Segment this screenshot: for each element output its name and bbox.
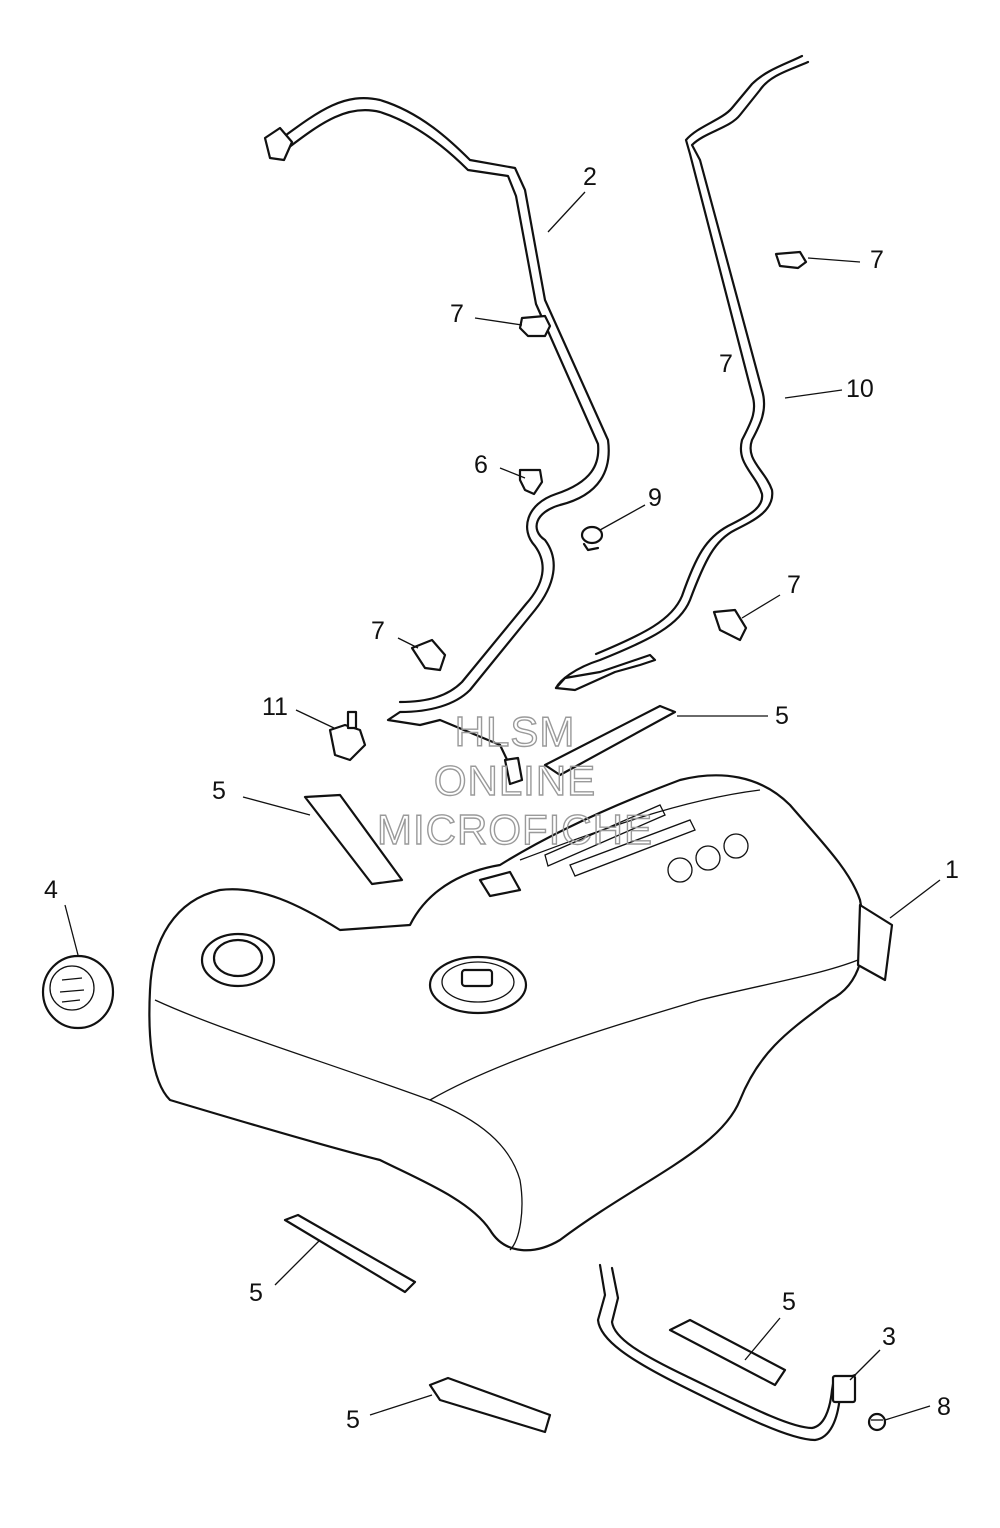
pad-5-c — [283, 1213, 417, 1294]
callout-7-e: 7 — [787, 571, 801, 599]
clip-7-a — [518, 314, 552, 338]
clip-7-c — [410, 638, 447, 672]
callout-5-c: 5 — [249, 1279, 263, 1307]
callout-7-b: 7 — [450, 300, 464, 328]
fuel-cap-4 — [41, 954, 115, 1030]
callout-7-d: 7 — [371, 617, 385, 645]
callout-5-b: 5 — [775, 702, 789, 730]
pad-5-e — [428, 1376, 552, 1434]
callout-11: 11 — [262, 693, 288, 721]
strap-3 — [596, 1263, 857, 1442]
watermark-line-2: ONLINE — [434, 757, 596, 804]
callout-3: 3 — [882, 1323, 896, 1351]
fuel-line-10 — [554, 54, 810, 692]
callout-5-e: 5 — [346, 1406, 360, 1434]
pad-5-d — [668, 1318, 787, 1387]
pad-5-a — [303, 793, 404, 886]
watermark-line-1: HLSM — [455, 708, 576, 755]
clip-9 — [580, 525, 604, 552]
clip-7-b — [774, 250, 808, 270]
callout-6: 6 — [474, 451, 488, 479]
clip-6 — [518, 468, 544, 496]
callout-10: 10 — [846, 375, 874, 403]
callout-4: 4 — [44, 876, 58, 904]
watermark: HLSM ONLINE MICROFICHE — [376, 707, 653, 853]
valve-11 — [328, 710, 367, 762]
bolt-8 — [867, 1412, 887, 1432]
pad-5-b — [543, 704, 677, 777]
fuel-line-2 — [263, 97, 610, 786]
callout-7-a: 7 — [870, 246, 884, 274]
fuel-tank-1 — [148, 774, 894, 1252]
callout-8: 8 — [937, 1393, 951, 1421]
watermark-line-3: MICROFICHE — [377, 806, 653, 853]
leader-lines — [64, 191, 941, 1421]
callout-5-a: 5 — [212, 777, 226, 805]
callouts: 1 2 3 4 5 5 5 5 5 6 7 7 7 7 7 8 9 10 11 — [44, 163, 959, 1434]
callout-1: 1 — [945, 856, 959, 884]
callout-5-d: 5 — [782, 1288, 796, 1316]
callout-2: 2 — [583, 163, 597, 191]
clip-7-d — [712, 608, 748, 642]
callout-7-c: 7 — [719, 350, 733, 378]
callout-9: 9 — [648, 484, 662, 512]
